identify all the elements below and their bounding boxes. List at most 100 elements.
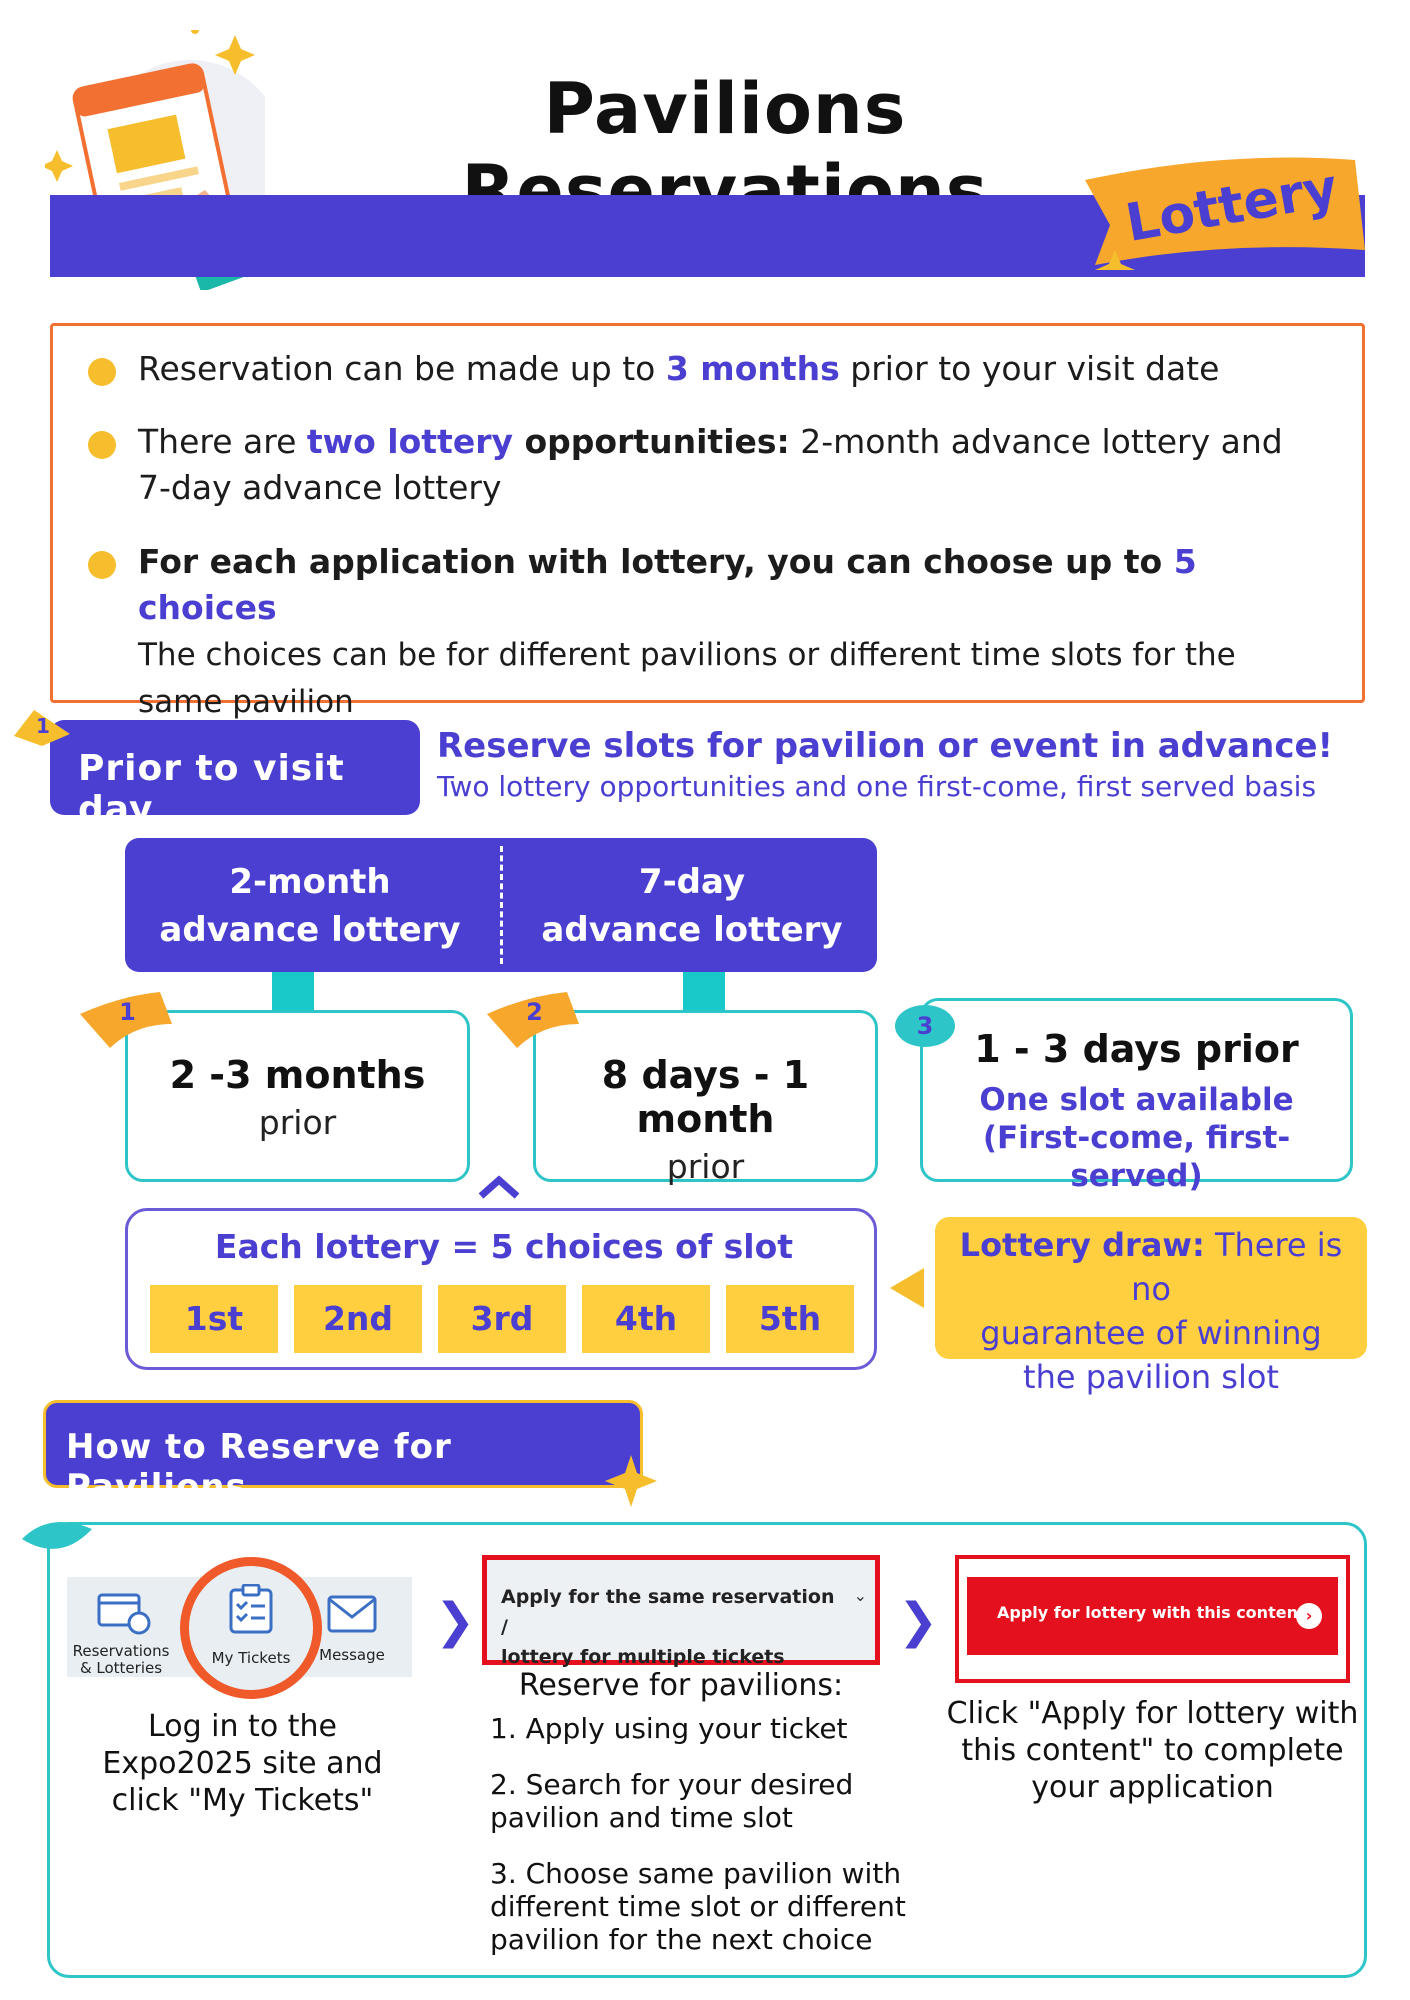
lottery-type-2-month: 2-month advance lottery — [125, 858, 495, 954]
lottery-type-text: advance lottery — [159, 910, 461, 950]
dashed-divider — [500, 846, 503, 964]
period-sub: prior — [666, 1147, 745, 1186]
list-line: different time slot or different — [490, 1890, 906, 1923]
apply-lottery-button[interactable]: Apply for lottery with this content › — [967, 1577, 1338, 1655]
step-line: Expo2025 site and — [102, 1746, 383, 1781]
number-flag: 1 — [80, 990, 175, 1050]
step-line: Click "Apply for lottery with — [946, 1696, 1359, 1731]
envelope-icon — [327, 1595, 377, 1633]
apply-button-label: Apply for lottery with this content — [997, 1603, 1306, 1622]
connector — [272, 972, 314, 1010]
info-line-3: For each application with lottery, you c… — [138, 539, 1338, 725]
lottery-draw-note: Lottery draw: There is no guarantee of w… — [935, 1217, 1367, 1396]
note-text: guarantee of winning — [980, 1314, 1322, 1352]
chevron-right-icon: ❯ — [898, 1593, 939, 1649]
my-tickets-highlight[interactable]: My Tickets — [180, 1557, 322, 1699]
choice-badge: 3rd — [438, 1285, 566, 1353]
step3-text: Click "Apply for lottery with this conte… — [945, 1695, 1360, 1806]
step-line: Log in to the — [148, 1709, 337, 1744]
list-line: 2. Search for your desired — [490, 1768, 854, 1801]
pointer-arrow-icon — [890, 1268, 924, 1308]
lottery-type-7-day: 7-day advance lottery — [507, 858, 877, 954]
number-badge: 3 — [895, 1005, 955, 1047]
bullet-icon — [88, 358, 116, 386]
step2-title: Reserve for pavilions: — [518, 1668, 844, 1703]
info-text: 7-day advance lottery — [138, 468, 502, 507]
dropdown-line: Apply for the same reservation / — [501, 1586, 835, 1638]
flag-number: 1 — [36, 714, 50, 738]
info-text: Reservation can be made up to — [138, 349, 666, 388]
period-box-1: 2 -3 months prior — [125, 1010, 470, 1182]
choice-badge: 2nd — [294, 1285, 422, 1353]
info-text: same pavilion — [138, 684, 354, 720]
menu-item-my-tickets[interactable]: My Tickets — [211, 1649, 291, 1667]
chevron-right-icon: ❯ — [435, 1593, 476, 1649]
apply-lottery-panel: Apply for lottery with this content › — [955, 1555, 1350, 1683]
info-line-1: Reservation can be made up to 3 months p… — [138, 346, 1338, 392]
list-item: 3. Choose same pavilion with different t… — [490, 1857, 910, 1956]
bullet-icon — [88, 431, 116, 459]
list-line: 3. Choose same pavilion with — [490, 1857, 902, 1890]
note-bold: Lottery draw: — [959, 1226, 1205, 1264]
number-flag: 2 — [487, 990, 582, 1050]
menu-label: Reservations — [72, 1642, 170, 1660]
lottery-ribbon: Lottery — [1075, 150, 1375, 270]
list-item: 2. Search for your desired pavilion and … — [490, 1768, 910, 1834]
step2-list: 1. Apply using your ticket 2. Search for… — [490, 1712, 910, 1956]
info-text: The choices can be for different pavilio… — [138, 637, 1236, 673]
info-text: 2-month advance lottery and — [789, 422, 1283, 461]
step-line: your application — [1031, 1770, 1274, 1805]
section-label-prior: Prior to visit day — [50, 720, 420, 830]
section-label-how-to: How to Reserve for Pavilions — [43, 1400, 643, 1507]
bullet-icon — [88, 551, 116, 579]
list-item: 1. Apply using your ticket — [490, 1712, 848, 1745]
menu-item-message[interactable]: Message — [319, 1646, 385, 1664]
section-subline: Two lottery opportunities and one first-… — [437, 770, 1317, 803]
number-flag: 1 — [12, 706, 72, 748]
connector — [683, 972, 725, 1010]
flag-number: 2 — [526, 998, 543, 1026]
period-sub: prior — [258, 1103, 337, 1142]
choices-title: Each lottery = 5 choices of slot — [214, 1227, 794, 1266]
arrow-right-circle-icon: › — [1296, 1603, 1322, 1629]
dropdown-line: lottery for multiple tickets — [501, 1646, 785, 1668]
dropdown-label: Apply for the same reservation / lottery… — [501, 1582, 841, 1672]
sparkle-icon — [605, 1455, 657, 1507]
period-box-3: 1 - 3 days prior One slot available (Fir… — [920, 998, 1353, 1194]
info-line-2: There are two lottery opportunities: 2-m… — [138, 419, 1338, 511]
period-main: 1 - 3 days prior — [974, 1027, 1299, 1071]
section-headline: Reserve slots for pavilion or event in a… — [437, 726, 1334, 766]
ticket-checklist-icon — [229, 1584, 273, 1634]
chevron-up-icon — [478, 1175, 520, 1199]
step-line: click "My Tickets" — [111, 1783, 374, 1818]
info-text: There are — [138, 422, 307, 461]
choice-badge: 1st — [150, 1285, 278, 1353]
period-main: 8 days - 1 month — [601, 1053, 810, 1141]
choice-badge: 4th — [582, 1285, 710, 1353]
bold-text: opportunities: — [513, 422, 790, 461]
info-text: prior to your visit date — [839, 349, 1220, 388]
step-line: this content" to complete — [961, 1733, 1344, 1768]
chevron-down-icon: ⌄ — [853, 1586, 867, 1605]
calendar-clock-icon — [97, 1593, 151, 1635]
choice-badge: 5th — [726, 1285, 854, 1353]
period-note-line: (First-come, first-served) — [982, 1120, 1291, 1194]
apply-same-reservation-dropdown[interactable]: Apply for the same reservation / lottery… — [482, 1555, 880, 1668]
lottery-types-header: 2-month advance lottery 7-day advance lo… — [125, 838, 877, 972]
info-box: Reservation can be made up to 3 months p… — [50, 323, 1365, 720]
menu-item-reservations[interactable]: Reservations & Lotteries — [67, 1643, 175, 1677]
list-line: pavilion for the next choice — [490, 1923, 873, 1956]
highlight-text: two lottery — [306, 422, 513, 461]
period-main: 2 -3 months — [169, 1053, 426, 1097]
lottery-type-text: 2-month — [229, 862, 391, 902]
leaf-decoration-icon — [22, 1521, 92, 1549]
menu-label: & Lotteries — [79, 1659, 163, 1677]
note-text: There is no — [1131, 1226, 1343, 1308]
list-line: pavilion and time slot — [490, 1801, 793, 1834]
bold-text: For each application with lottery, you c… — [138, 542, 1174, 581]
flag-number: 1 — [119, 998, 136, 1026]
highlight-text: 5 choices — [138, 542, 1197, 627]
choices-box: Each lottery = 5 choices of slot 1st 2nd… — [125, 1208, 877, 1370]
note-text: the pavilion slot — [1023, 1358, 1279, 1396]
highlight-text: 3 months — [665, 349, 840, 388]
